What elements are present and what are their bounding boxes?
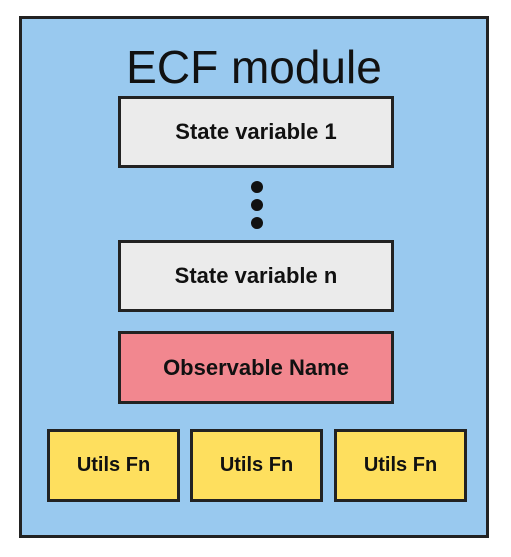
ellipsis-dot [251,217,263,229]
state-variable-first-label: State variable 1 [175,119,337,144]
state-variable-last-box: State variable n [118,240,394,312]
utils-fn-box-3: Utils Fn [334,429,467,502]
state-variable-first-box: State variable 1 [118,96,394,168]
utils-fn-label-2: Utils Fn [219,454,294,476]
utils-fn-box-1: Utils Fn [47,429,180,502]
observable-name-label: Observable Name [163,354,349,380]
utils-fn-label-3: Utils Fn [363,454,438,476]
state-variable-last-label: State variable n [174,263,338,288]
utils-fn-label-1: Utils Fn [76,454,151,476]
ellipsis-dot [251,199,263,211]
utils-fn-box-2: Utils Fn [190,429,323,502]
observable-name-box: Observable Name [118,331,394,404]
ellipsis-dot [251,181,263,193]
module-title: ECF module [126,41,382,93]
